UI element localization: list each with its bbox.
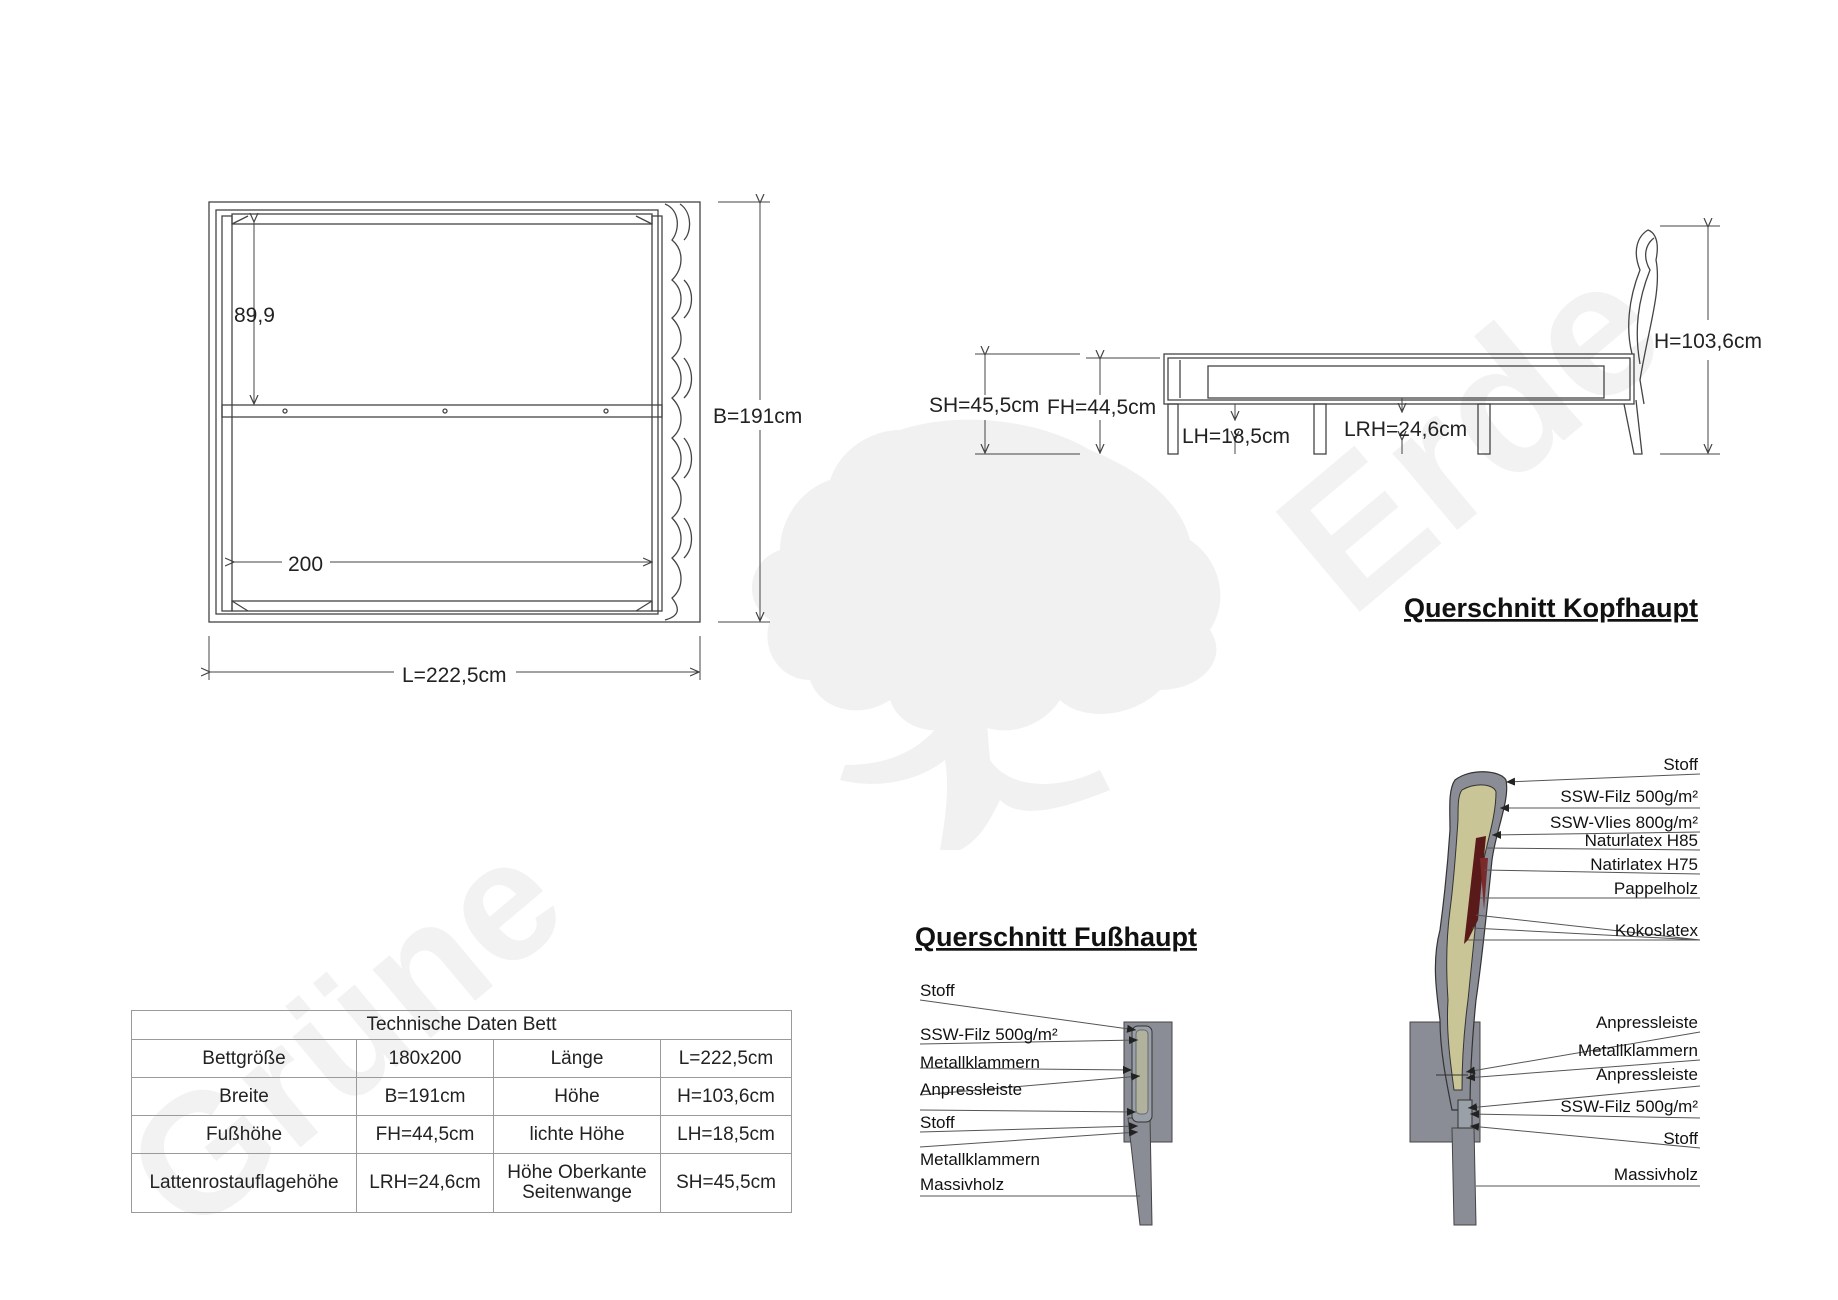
kopfhaupt-label-filz-2: SSW-Filz 500g/m² (1560, 1097, 1698, 1116)
table-row: Lattenrostauflagehöhe LRH=24,6cm Höhe Ob… (131, 1153, 792, 1213)
table-cell: Lattenrostauflagehöhe (131, 1153, 357, 1213)
kopfhaupt-label-kokoslatex: Kokoslatex (1615, 921, 1699, 940)
kopfhaupt-label-massivholz: Massivholz (1614, 1165, 1698, 1184)
table-cell: Länge (493, 1039, 661, 1078)
watermark-word-2: Erde (1240, 217, 1700, 651)
table-cell: SH=45,5cm (660, 1153, 792, 1213)
fusshaupt-label-klammern: Metallklammern (920, 1053, 1040, 1072)
table-cell: B=191cm (356, 1077, 494, 1116)
table-cell: H=103,6cm (660, 1077, 792, 1116)
table-cell: FH=44,5cm (356, 1115, 494, 1154)
fusshaupt-label-stoff-2: Stoff (920, 1113, 955, 1132)
table-cell: LH=18,5cm (660, 1115, 792, 1154)
fusshaupt-leaders (919, 999, 1141, 1197)
inner-width-value: 200 (288, 553, 323, 576)
kopfhaupt-label-pappelholz: Pappelholz (1614, 879, 1698, 898)
kopfhaupt-label-latex-h85: Naturlatex H85 (1585, 831, 1698, 850)
total-height-dimension: H=103,6cm (1654, 330, 1762, 353)
kopfhaupt-leaders (1465, 773, 1701, 1187)
fusshaupt-label-stoff: Stoff (920, 981, 955, 1000)
table-cell: Breite (131, 1077, 357, 1116)
side-view-drawing (1163, 229, 1659, 455)
table-cell: Höhe Oberkante Seitenwange (493, 1153, 661, 1213)
side-view-dimensions (975, 226, 1720, 455)
fusshaupt-title: Querschnitt Fußhaupt (915, 922, 1197, 952)
table-cell: Fußhöhe (131, 1115, 357, 1154)
kopfhaupt-label-latex-h75: Natirlatex H75 (1590, 855, 1698, 874)
kopfhaupt-title: Querschnitt Kopfhaupt (1404, 593, 1698, 623)
side-height-dimension: SH=45,5cm (929, 394, 1039, 417)
top-view-dimensions (209, 202, 770, 680)
kopfhaupt-label-stoff-2: Stoff (1663, 1129, 1698, 1148)
slat-height-dimension: LRH=24,6cm (1344, 418, 1467, 441)
kopfhaupt-section-drawing (1409, 771, 1508, 1226)
kopfhaupt-label-anpressleiste-2: Anpressleiste (1596, 1065, 1698, 1084)
table-cell: lichte Höhe (493, 1115, 661, 1154)
table-row: Fußhöhe FH=44,5cm lichte Höhe LH=18,5cm (131, 1115, 792, 1154)
kopfhaupt-label-stoff: Stoff (1663, 755, 1698, 774)
breadth-dimension: B=191cm (713, 405, 802, 428)
fusshaupt-label-klammern-2: Metallklammern (920, 1150, 1040, 1169)
table-cell: Höhe (493, 1077, 661, 1116)
top-view-drawing (208, 201, 701, 623)
table-row: Bettgröße 180x200 Länge L=222,5cm (131, 1039, 792, 1078)
table-cell: 180x200 (356, 1039, 494, 1078)
kopfhaupt-label-filz: SSW-Filz 500g/m² (1560, 787, 1698, 806)
inner-depth-value: 89,9 (234, 304, 275, 327)
table-cell: LRH=24,6cm (356, 1153, 494, 1213)
clear-height-dimension: LH=18,5cm (1182, 425, 1290, 448)
kopfhaupt-label-anpressleiste: Anpressleiste (1596, 1013, 1698, 1032)
fusshaupt-section-drawing (1123, 1021, 1173, 1226)
length-dimension: L=222,5cm (402, 664, 507, 687)
fusshaupt-label-anpressleiste: Anpressleiste (920, 1080, 1022, 1099)
kopfhaupt-label-vlies: SSW-Vlies 800g/m² (1550, 813, 1698, 832)
kopfhaupt-labels: Stoff SSW-Filz 500g/m² SSW-Vlies 800g/m²… (1550, 755, 1699, 1184)
fusshaupt-labels: Stoff SSW-Filz 500g/m² Metallklammern An… (920, 981, 1058, 1194)
fusshaupt-label-massivholz: Massivholz (920, 1175, 1004, 1194)
technical-data-table: Technische Daten Bett Bettgröße 180x200 … (131, 1010, 792, 1213)
tree-watermark-icon (751, 419, 1221, 731)
foot-height-dimension: FH=44,5cm (1047, 396, 1156, 419)
table-cell: Bettgröße (131, 1039, 357, 1078)
fusshaupt-label-filz: SSW-Filz 500g/m² (920, 1025, 1058, 1044)
kopfhaupt-label-klammern: Metallklammern (1578, 1041, 1698, 1060)
table-title: Technische Daten Bett (131, 1010, 792, 1040)
table-cell: L=222,5cm (660, 1039, 792, 1078)
table-row: Breite B=191cm Höhe H=103,6cm (131, 1077, 792, 1116)
